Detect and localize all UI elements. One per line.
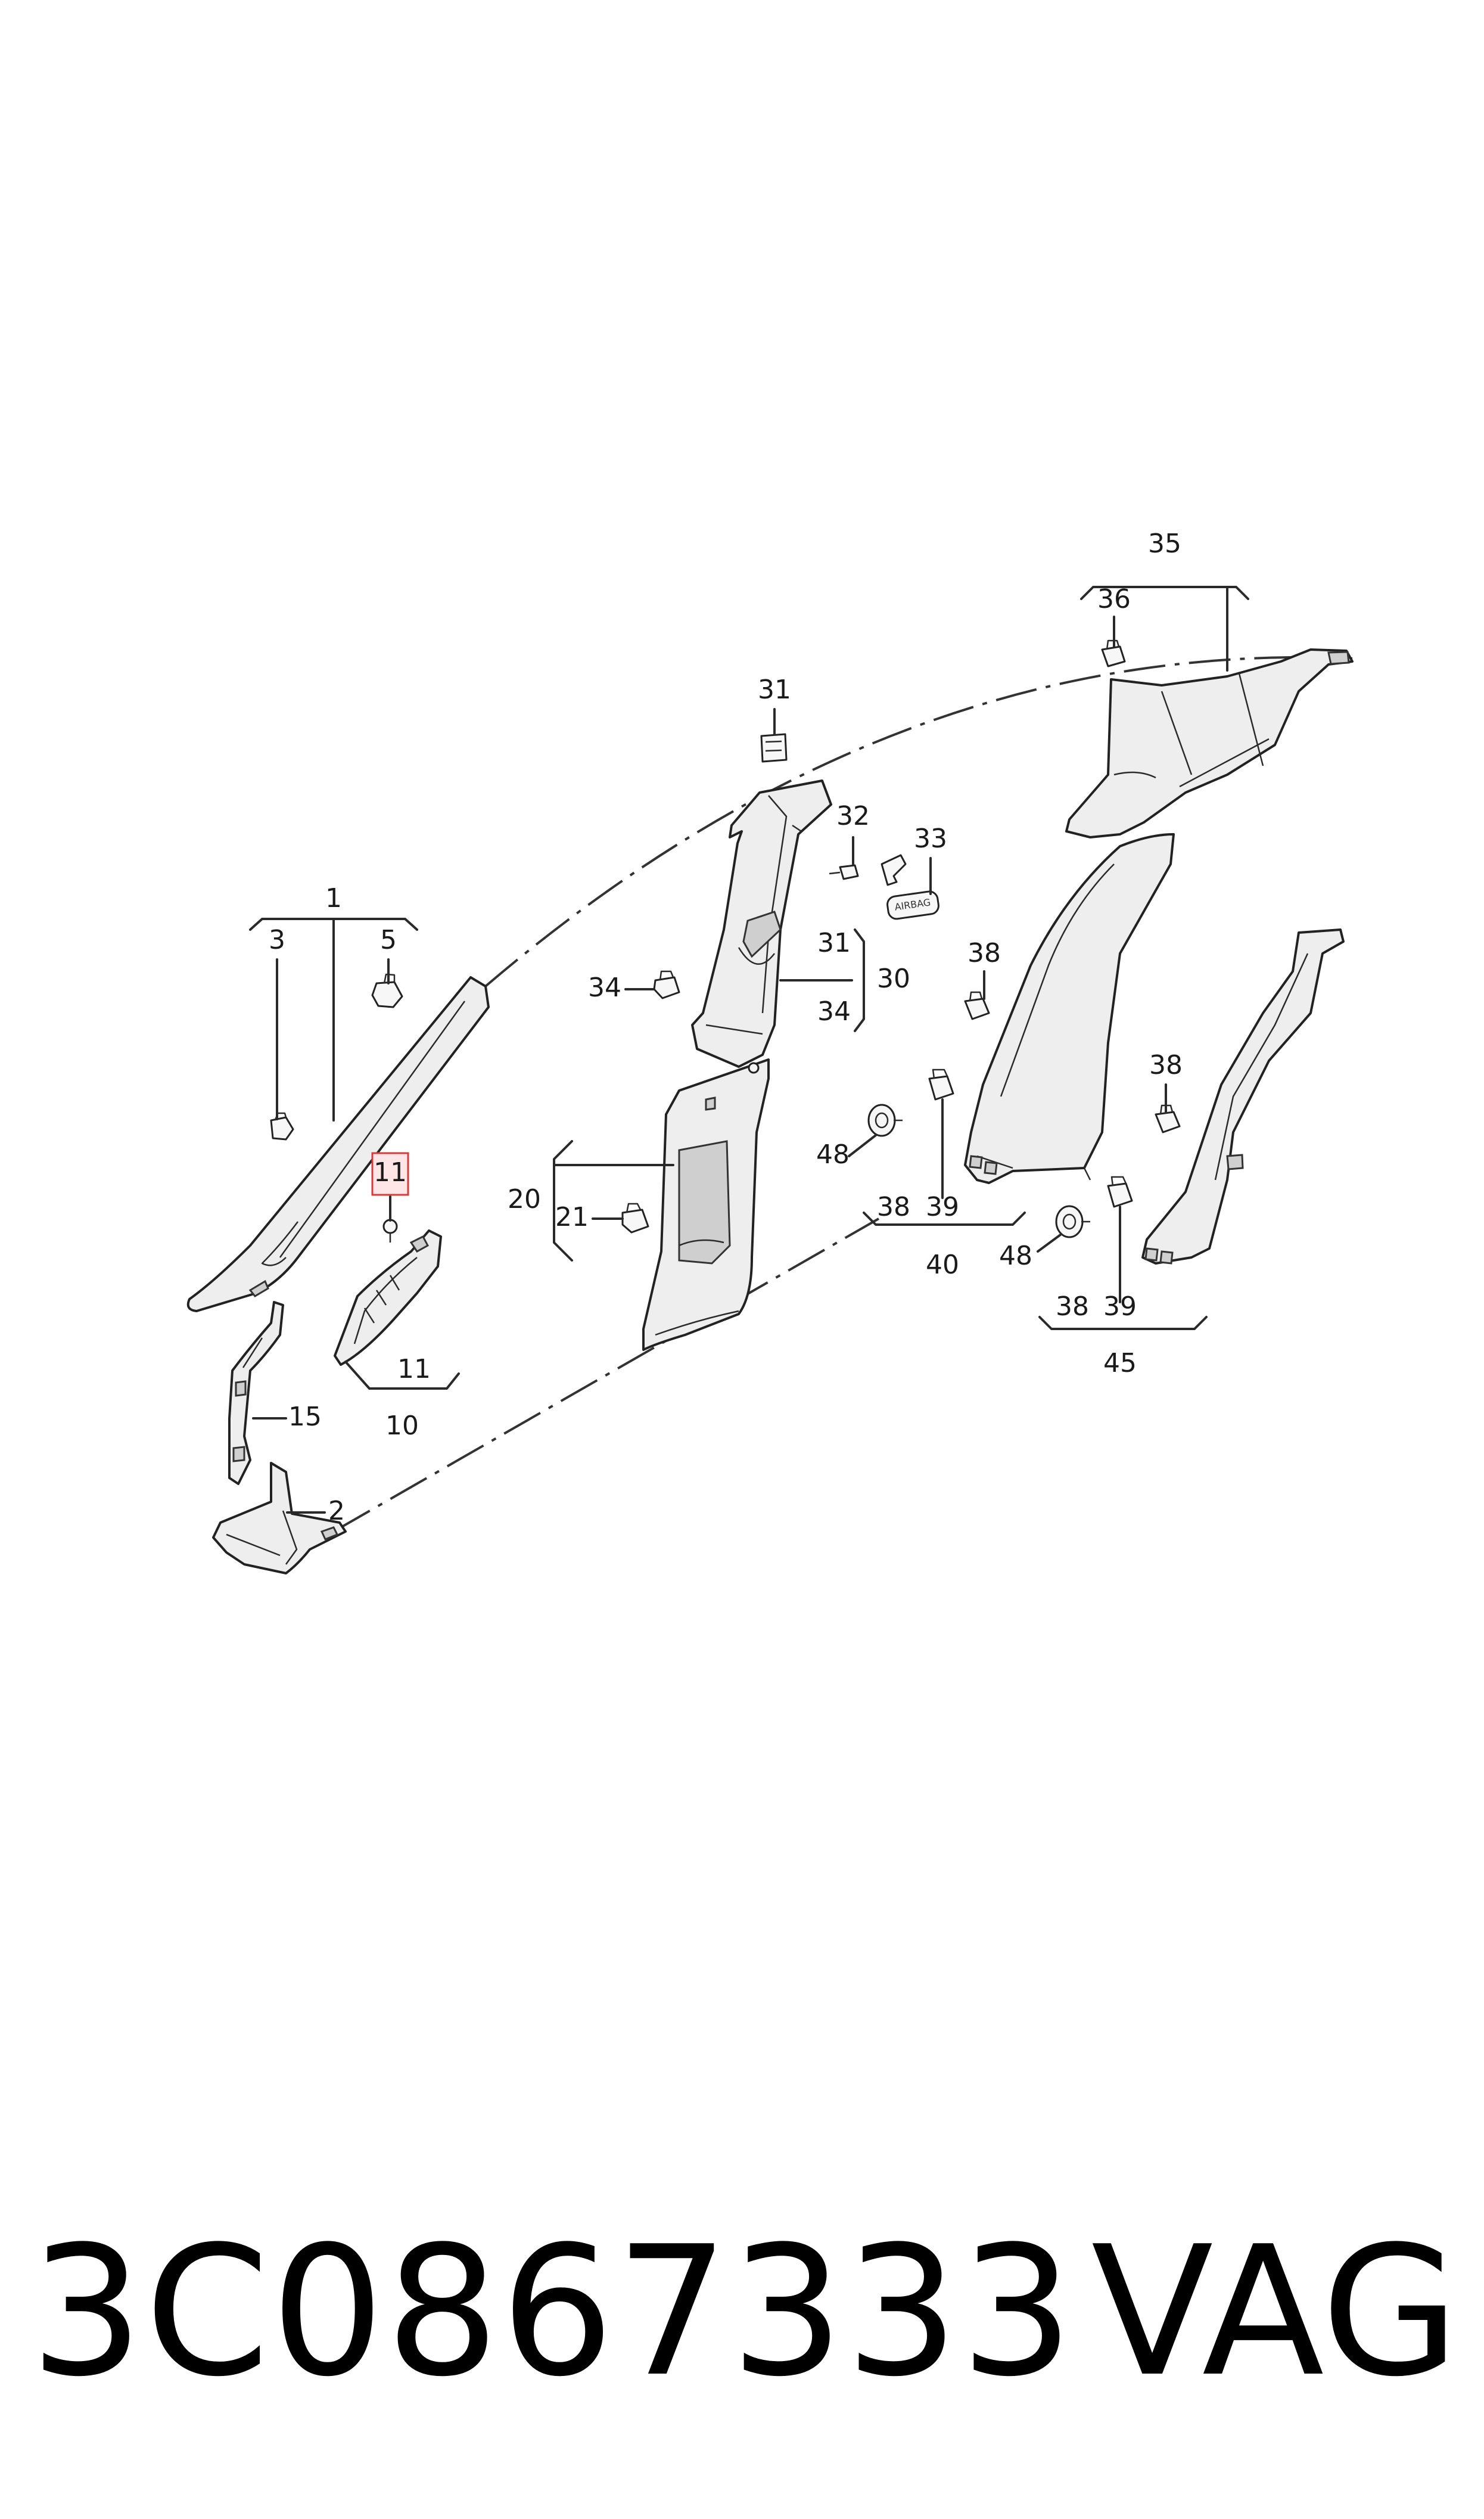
callout-45: 45 [1103,1348,1137,1378]
callout-36: 36 [1097,584,1131,614]
brand-name: VAG [1091,2208,1460,2416]
clip-39-b [1107,1176,1133,1208]
strip-15 [228,1301,284,1485]
clip-38-a [964,991,990,1020]
callout-38-c-pillar: 38 [967,938,1001,968]
screw-32 [829,864,859,880]
callout-34-left: 34 [588,973,621,1003]
grommet-48-b [1055,1205,1090,1238]
callout-11-highlighted: 11 [374,1157,407,1188]
callout-38-group45: 38 [1056,1291,1089,1322]
clip-21 [621,1203,649,1234]
kick-panel-2 [212,1462,347,1574]
clip-39-a [928,1069,954,1101]
clip-38-b [1155,1104,1181,1133]
callout-31-bracket: 31 [817,928,851,958]
a-pillar-trim [186,976,490,1312]
airbag-badge-33: AIRBAG [881,854,939,920]
part-number: 3C0867333 [30,2208,1075,2416]
c-pillar-lower-trim [964,833,1175,1184]
callout-48-a: 48 [816,1139,850,1170]
callout-39-b: 39 [1103,1291,1137,1322]
door-opening-outline [484,656,1353,987]
callout-39-a: 39 [926,1192,959,1222]
callout-5: 5 [380,925,397,955]
callout-3: 3 [269,925,285,955]
callout-38-d-pillar: 38 [1149,1050,1183,1080]
b-pillar-lower-trim [642,1058,770,1351]
callout-32: 32 [836,801,870,831]
screw-11 [382,1219,398,1243]
callout-11: 11 [397,1354,431,1384]
callout-33: 33 [914,824,947,854]
clip-5 [371,973,403,1008]
clip-34 [653,970,680,999]
clip-3 [270,1112,294,1141]
callout-30: 30 [877,964,910,994]
d-pillar-trim [1141,928,1345,1265]
door-opening-lower-outline [333,1217,879,1533]
callout-21: 21 [555,1202,589,1232]
callout-2: 2 [328,1496,345,1526]
callout-1: 1 [325,883,342,914]
callout-15: 15 [288,1402,322,1432]
callout-35: 35 [1148,529,1181,559]
c-pillar-upper-trim [1065,648,1354,838]
bracket-10 [334,1229,442,1366]
grommet-48-a [867,1104,903,1137]
leader-lines [249,586,1249,1514]
callout-31-top: 31 [758,675,791,705]
callout-48-b: 48 [999,1241,1032,1271]
callout-40: 40 [926,1250,959,1280]
callout-10: 10 [385,1411,419,1441]
highlight-box-11 [371,1152,409,1196]
callout-labels: 1 3 5 11 11 10 15 2 31 32 33 34 31 30 34… [269,529,1183,1526]
callout-38-group40: 38 [877,1192,910,1222]
footer: 3C0867333 VAG [30,2181,1460,2443]
callout-34-bracket: 34 [817,996,851,1027]
callout-20: 20 [508,1184,541,1215]
b-pillar-upper-trim [691,779,832,1068]
clip-31-top [760,733,788,763]
